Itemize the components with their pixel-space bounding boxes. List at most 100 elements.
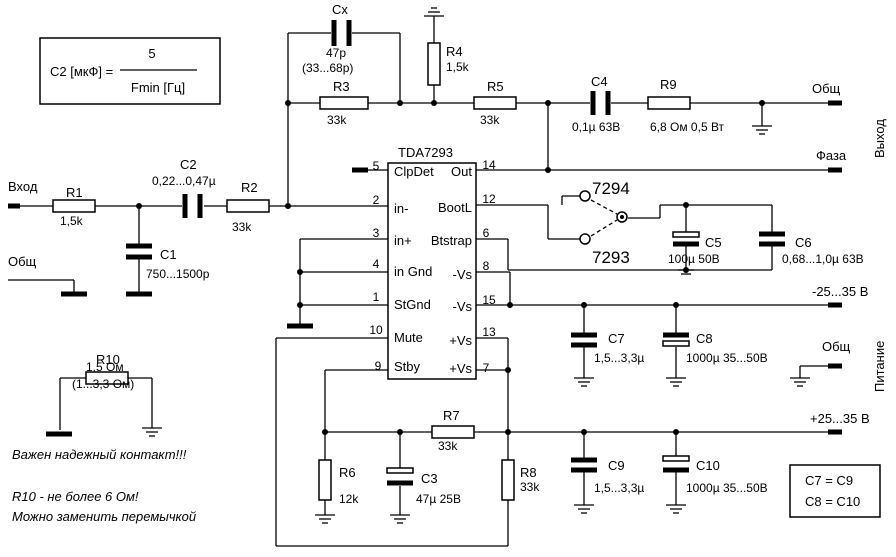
output-label: Выход bbox=[872, 119, 887, 158]
label-r3-name: R3 bbox=[333, 79, 350, 94]
ground-icon bbox=[574, 504, 594, 514]
label-r3-value: 33k bbox=[327, 113, 347, 127]
pin-number: 12 bbox=[482, 192, 496, 206]
resistors bbox=[52, 42, 691, 501]
jumper-terminals bbox=[579, 190, 628, 245]
ground-icon bbox=[752, 125, 772, 135]
capacitor-c9 bbox=[571, 457, 597, 473]
pin-label: Mute bbox=[394, 330, 423, 345]
pin-label: ClpDet bbox=[394, 164, 434, 179]
note-r10-jumper: Можно заменить перемычкой bbox=[12, 509, 196, 524]
label-c10-value: 1000µ 35...50B bbox=[686, 481, 768, 495]
terminal-7293 bbox=[579, 233, 591, 245]
phase-label: Фаза bbox=[816, 148, 847, 163]
pin-number: 6 bbox=[483, 226, 490, 240]
resistor-r6 bbox=[318, 459, 332, 501]
label-r4-name: R4 bbox=[446, 44, 463, 59]
label-cx-name: Cx bbox=[332, 2, 348, 17]
formula-denominator: Fmin [Гц] bbox=[131, 80, 185, 95]
resistor-r9 bbox=[647, 96, 691, 110]
formula-lhs: C2 [мкФ] = bbox=[50, 64, 113, 79]
pin-number: 14 bbox=[482, 158, 496, 172]
pin-number: 13 bbox=[482, 325, 496, 339]
label-cx-range: (33...68p) bbox=[302, 61, 353, 75]
resistor-r7 bbox=[431, 425, 475, 439]
formula-box: C2 [мкФ] = 5 Fmin [Гц] bbox=[39, 37, 221, 105]
notes: Важен надежный контакт!!! R10 - не более… bbox=[12, 447, 196, 524]
label-c1-value: 750...1500p bbox=[146, 267, 210, 281]
ground-icon bbox=[315, 514, 335, 524]
capacitor-c2 bbox=[182, 194, 203, 218]
resistor-r2 bbox=[226, 199, 270, 213]
ic-tda7293: TDA7293 ClpDet in- in+ in Gnd StGnd Mute… bbox=[369, 145, 496, 380]
power-ground-label: Общ bbox=[822, 339, 851, 354]
jumper-7293-label: 7293 bbox=[592, 248, 630, 267]
label-r4-value: 1,5k bbox=[446, 60, 470, 74]
label-c2-value: 0,22...0,47µ bbox=[152, 174, 216, 188]
resistor-r8 bbox=[501, 459, 515, 501]
input-label: Вход bbox=[8, 179, 38, 194]
pin-number: 15 bbox=[482, 293, 496, 307]
label-c9-value: 1,5...3,3µ bbox=[594, 481, 644, 495]
pin-label: in Gnd bbox=[394, 264, 432, 279]
label-r9-value: 6,8 Ом 0,5 Вт bbox=[650, 120, 725, 134]
label-r2-value: 33k bbox=[232, 220, 252, 234]
output-ground-label: Общ bbox=[812, 81, 841, 96]
capacitor-c6 bbox=[759, 231, 785, 247]
signal-labels: Вход Общ Общ Фаза Выход -25...35 В +25..… bbox=[8, 81, 887, 426]
pin-number: 10 bbox=[369, 323, 383, 337]
ground-icon bbox=[142, 427, 162, 437]
label-r6-name: R6 bbox=[339, 465, 356, 480]
component-labels: R1 1,5k C1 750...1500p C2 0,22...0,47µ R… bbox=[60, 2, 864, 506]
pin-label: Btstrap bbox=[431, 233, 472, 248]
pin-label: Out bbox=[451, 164, 472, 179]
label-cx-value: 47p bbox=[326, 46, 346, 60]
label-r1-name: R1 bbox=[66, 185, 83, 200]
label-r6-value: 12k bbox=[339, 492, 359, 506]
pin-label: +Vs bbox=[449, 333, 472, 348]
pin-number: 9 bbox=[375, 359, 382, 373]
label-r10-value: 1,5 Ом bbox=[86, 360, 124, 374]
terminal-7294 bbox=[579, 190, 591, 202]
label-c7-value: 1,5...3,3µ bbox=[594, 351, 644, 365]
capacitor-cx bbox=[331, 20, 352, 46]
label-c8-value: 1000µ 35...50B bbox=[686, 351, 768, 365]
ground-icon bbox=[424, 7, 444, 17]
label-c6-value: 0,68...1,0µ 63B bbox=[782, 252, 864, 266]
ic-name: TDA7293 bbox=[398, 145, 453, 160]
pin-number: 8 bbox=[483, 259, 490, 273]
wires bbox=[8, 16, 842, 547]
label-r9-name: R9 bbox=[660, 77, 677, 92]
label-r7-name: R7 bbox=[443, 408, 460, 423]
label-c8-name: C8 bbox=[696, 331, 713, 346]
equivalence-box: C7 = C9 C8 = C10 bbox=[789, 464, 881, 518]
pin-label: Stby bbox=[394, 359, 421, 374]
note-contact: Важен надежный контакт!!! bbox=[12, 447, 187, 462]
label-r8-value: 33k bbox=[520, 480, 540, 494]
label-r7-value: 33k bbox=[438, 439, 458, 453]
ground-icon bbox=[390, 514, 410, 524]
pin-number: 5 bbox=[373, 159, 380, 173]
pin-label: -Vs bbox=[453, 299, 473, 314]
ground-icon bbox=[678, 269, 694, 275]
pin-label: +Vs bbox=[449, 361, 472, 376]
resistor-r4 bbox=[427, 42, 441, 86]
pin-number: 3 bbox=[373, 226, 380, 240]
ground-icon bbox=[574, 377, 594, 387]
pin-number: 7 bbox=[483, 361, 490, 375]
label-r8-name: R8 bbox=[520, 465, 537, 480]
jumper-7294-label: 7294 bbox=[592, 179, 630, 198]
ground-icon bbox=[790, 377, 810, 387]
pin-label: StGnd bbox=[394, 297, 431, 312]
label-c7-name: C7 bbox=[608, 331, 625, 346]
label-c10-name: C10 bbox=[696, 458, 720, 473]
label-c5-name: C5 bbox=[705, 235, 722, 250]
input-ground-label: Общ bbox=[8, 254, 37, 269]
resistor-r10 bbox=[85, 371, 129, 385]
label-c4-value: 0,1µ 63B bbox=[572, 120, 620, 134]
label-r10-range: (1...3,3 Ом) bbox=[72, 377, 134, 391]
label-c3-value: 47µ 25B bbox=[416, 492, 461, 506]
label-r2-name: R2 bbox=[241, 180, 258, 195]
